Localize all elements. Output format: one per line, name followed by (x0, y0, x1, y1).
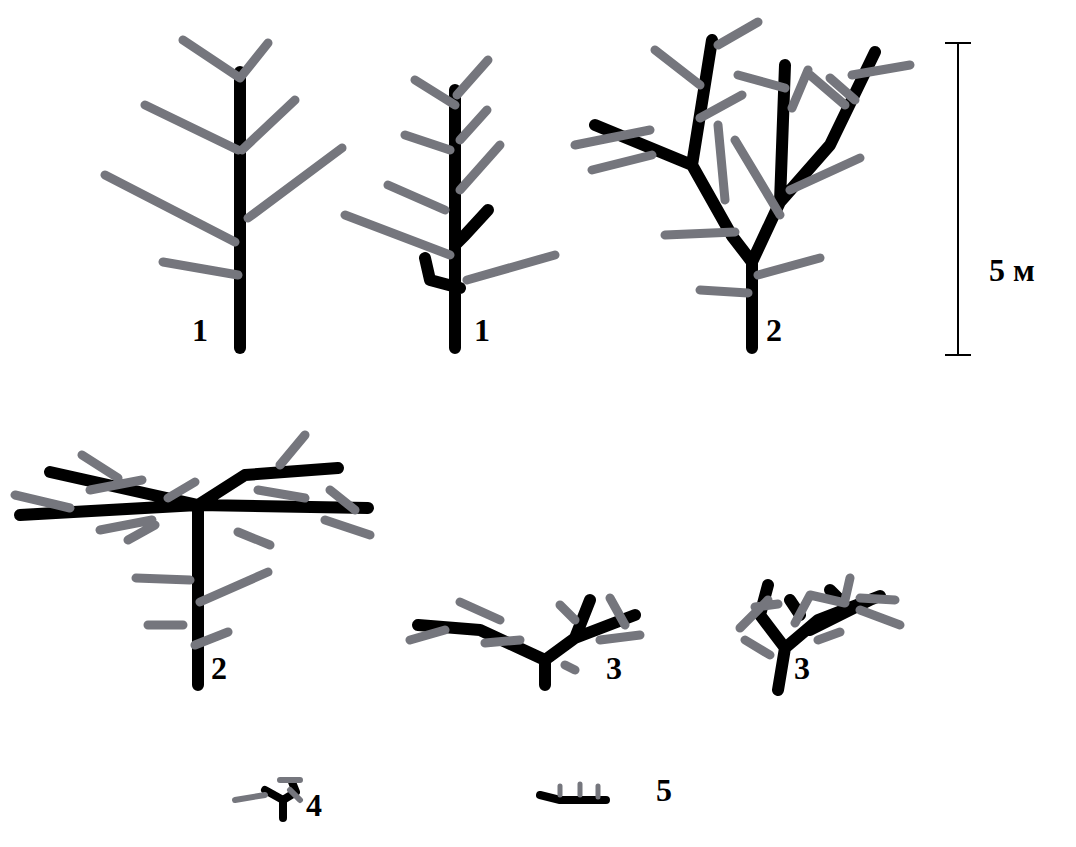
callout-number: 1 (474, 314, 490, 346)
callout-number: 4 (306, 789, 322, 821)
tree-trunk (20, 468, 368, 685)
tree-branches (740, 578, 900, 655)
callout-number: 3 (794, 652, 810, 684)
tree-branches (575, 22, 910, 293)
tree-trunk (234, 72, 246, 348)
tree-branches (560, 784, 598, 797)
tree-branches (235, 780, 300, 800)
callout-number: 5 (656, 774, 672, 806)
tree-trunk (425, 90, 488, 348)
tree-branches (105, 40, 342, 275)
scale-bar (945, 43, 971, 355)
callout-number: 2 (211, 652, 227, 684)
callout-number: 2 (766, 314, 782, 346)
tree-branches (410, 598, 640, 670)
scale-label: 5 м (989, 254, 1035, 286)
tree-branches (15, 435, 370, 645)
callout-number: 1 (192, 314, 208, 346)
callout-number: 3 (606, 652, 622, 684)
tree-branches (345, 60, 555, 280)
